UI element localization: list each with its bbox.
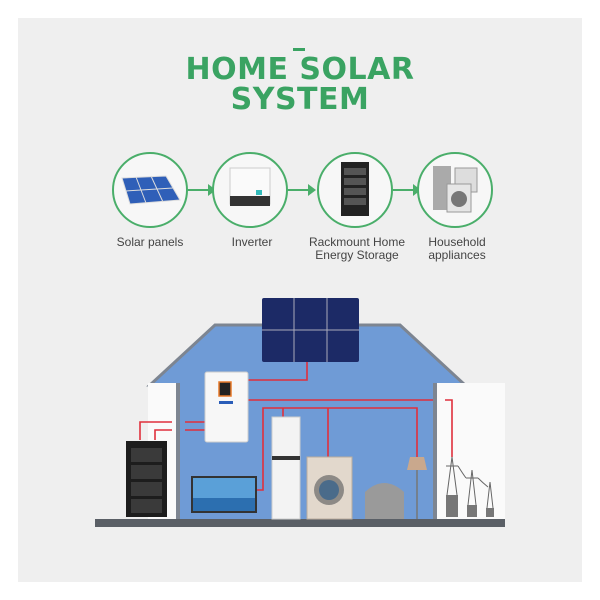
title-line-2: SYSTEM	[230, 82, 370, 117]
television	[191, 476, 257, 513]
ground	[95, 519, 505, 527]
step-appliances	[417, 152, 493, 228]
battery-rack	[126, 441, 167, 517]
step-label: Rackmount Home Energy Storage	[308, 235, 406, 262]
armchair	[365, 483, 404, 519]
flow-arrow	[288, 184, 316, 196]
step-solar-panels	[112, 152, 188, 228]
left-wall	[176, 383, 180, 520]
inverter-icon	[229, 167, 271, 206]
roof-solar-panel	[262, 298, 359, 362]
title-line-1: HOME SOLAR	[185, 52, 415, 87]
solar-panel-icon	[121, 175, 181, 205]
inverter	[204, 371, 249, 443]
floor-lamp	[407, 457, 427, 519]
wiring	[139, 362, 453, 491]
air-conditioner	[271, 416, 301, 520]
battery-rack-icon	[341, 162, 369, 216]
step-label: Solar panels	[116, 235, 184, 249]
washing-machine	[306, 456, 353, 520]
right-wall	[433, 383, 437, 520]
step-label: Inverter	[231, 235, 273, 249]
appliances-icon	[433, 166, 478, 213]
power-towers	[446, 456, 494, 517]
step-inverter	[212, 152, 288, 228]
step-label: Household appliances	[428, 235, 486, 262]
step-energy-storage	[317, 152, 393, 228]
title-accent-dash	[293, 48, 305, 51]
